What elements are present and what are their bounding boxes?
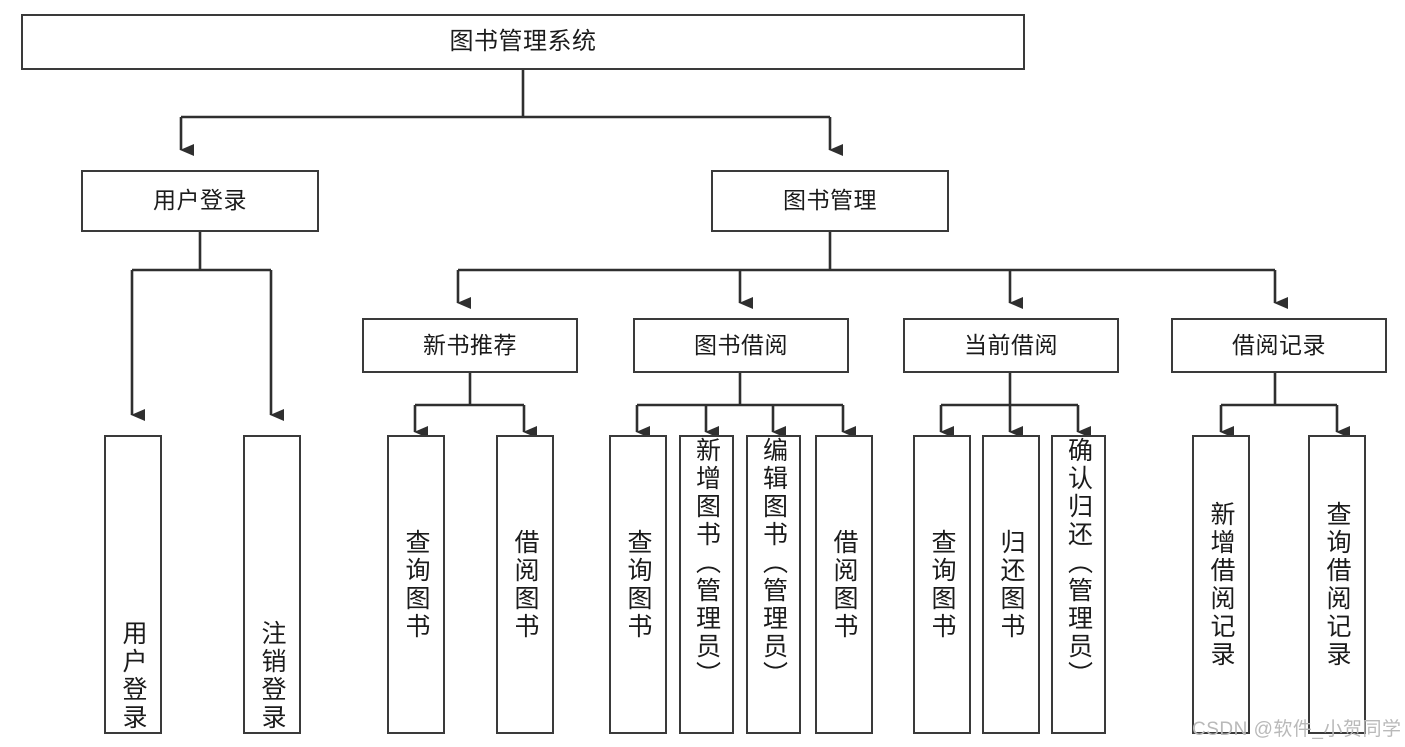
node-leaf-add-book-label: 新增图书（管理员） — [692, 437, 721, 689]
node-book-manage[interactable]: 图书管理 — [711, 170, 949, 232]
node-leaf-query-record-label: 查询借阅记录 — [1323, 500, 1351, 669]
node-current-borrow[interactable]: 当前借阅 — [903, 318, 1119, 373]
node-book-borrow[interactable]: 图书借阅 — [633, 318, 849, 373]
node-leaf-query-book-3-label: 查询图书 — [928, 528, 956, 641]
watermark: CSDN @软件_小贺同学 — [1192, 719, 1402, 740]
node-leaf-query-book-3[interactable]: 查询图书 — [913, 435, 971, 734]
node-leaf-borrow-book-2[interactable]: 借阅图书 — [815, 435, 873, 734]
node-leaf-query-book-1[interactable]: 查询图书 — [387, 435, 445, 734]
node-leaf-add-record-label: 新增借阅记录 — [1207, 500, 1235, 669]
node-borrow-record[interactable]: 借阅记录 — [1171, 318, 1387, 373]
node-current-borrow-label: 当前借阅 — [964, 331, 1058, 358]
node-leaf-add-record[interactable]: 新增借阅记录 — [1192, 435, 1250, 734]
node-leaf-borrow-book-1[interactable]: 借阅图书 — [496, 435, 554, 734]
node-leaf-user-logout-label: 注销登录 — [258, 620, 286, 732]
node-leaf-add-book[interactable]: 新增图书（管理员） — [679, 435, 734, 734]
node-user-login-label: 用户登录 — [153, 187, 247, 214]
node-leaf-query-book-1-label: 查询图书 — [402, 528, 430, 641]
node-borrow-record-label: 借阅记录 — [1232, 331, 1326, 358]
node-book-borrow-label: 图书借阅 — [694, 331, 788, 358]
node-leaf-return-book-label: 归还图书 — [997, 528, 1025, 641]
node-book-manage-label: 图书管理 — [783, 187, 877, 214]
node-user-login[interactable]: 用户登录 — [81, 170, 319, 232]
node-leaf-user-login[interactable]: 用户登录 — [104, 435, 162, 734]
node-leaf-borrow-book-1-label: 借阅图书 — [511, 528, 539, 641]
node-new-book-rec[interactable]: 新书推荐 — [362, 318, 578, 373]
node-leaf-return-book[interactable]: 归还图书 — [982, 435, 1040, 734]
node-leaf-confirm-return-label: 确认归还（管理员） — [1064, 437, 1093, 689]
node-leaf-query-record[interactable]: 查询借阅记录 — [1308, 435, 1366, 734]
node-new-book-rec-label: 新书推荐 — [423, 331, 517, 358]
node-leaf-edit-book[interactable]: 编辑图书（管理员） — [746, 435, 801, 734]
node-leaf-query-book-2-label: 查询图书 — [624, 528, 652, 641]
node-root-label: 图书管理系统 — [449, 27, 597, 55]
node-leaf-edit-book-label: 编辑图书（管理员） — [759, 437, 788, 689]
node-leaf-user-login-label: 用户登录 — [119, 620, 147, 732]
node-leaf-user-logout[interactable]: 注销登录 — [243, 435, 301, 734]
node-leaf-borrow-book-2-label: 借阅图书 — [830, 528, 858, 641]
node-root[interactable]: 图书管理系统 — [21, 14, 1025, 70]
node-leaf-query-book-2[interactable]: 查询图书 — [609, 435, 667, 734]
node-leaf-confirm-return[interactable]: 确认归还（管理员） — [1051, 435, 1106, 734]
